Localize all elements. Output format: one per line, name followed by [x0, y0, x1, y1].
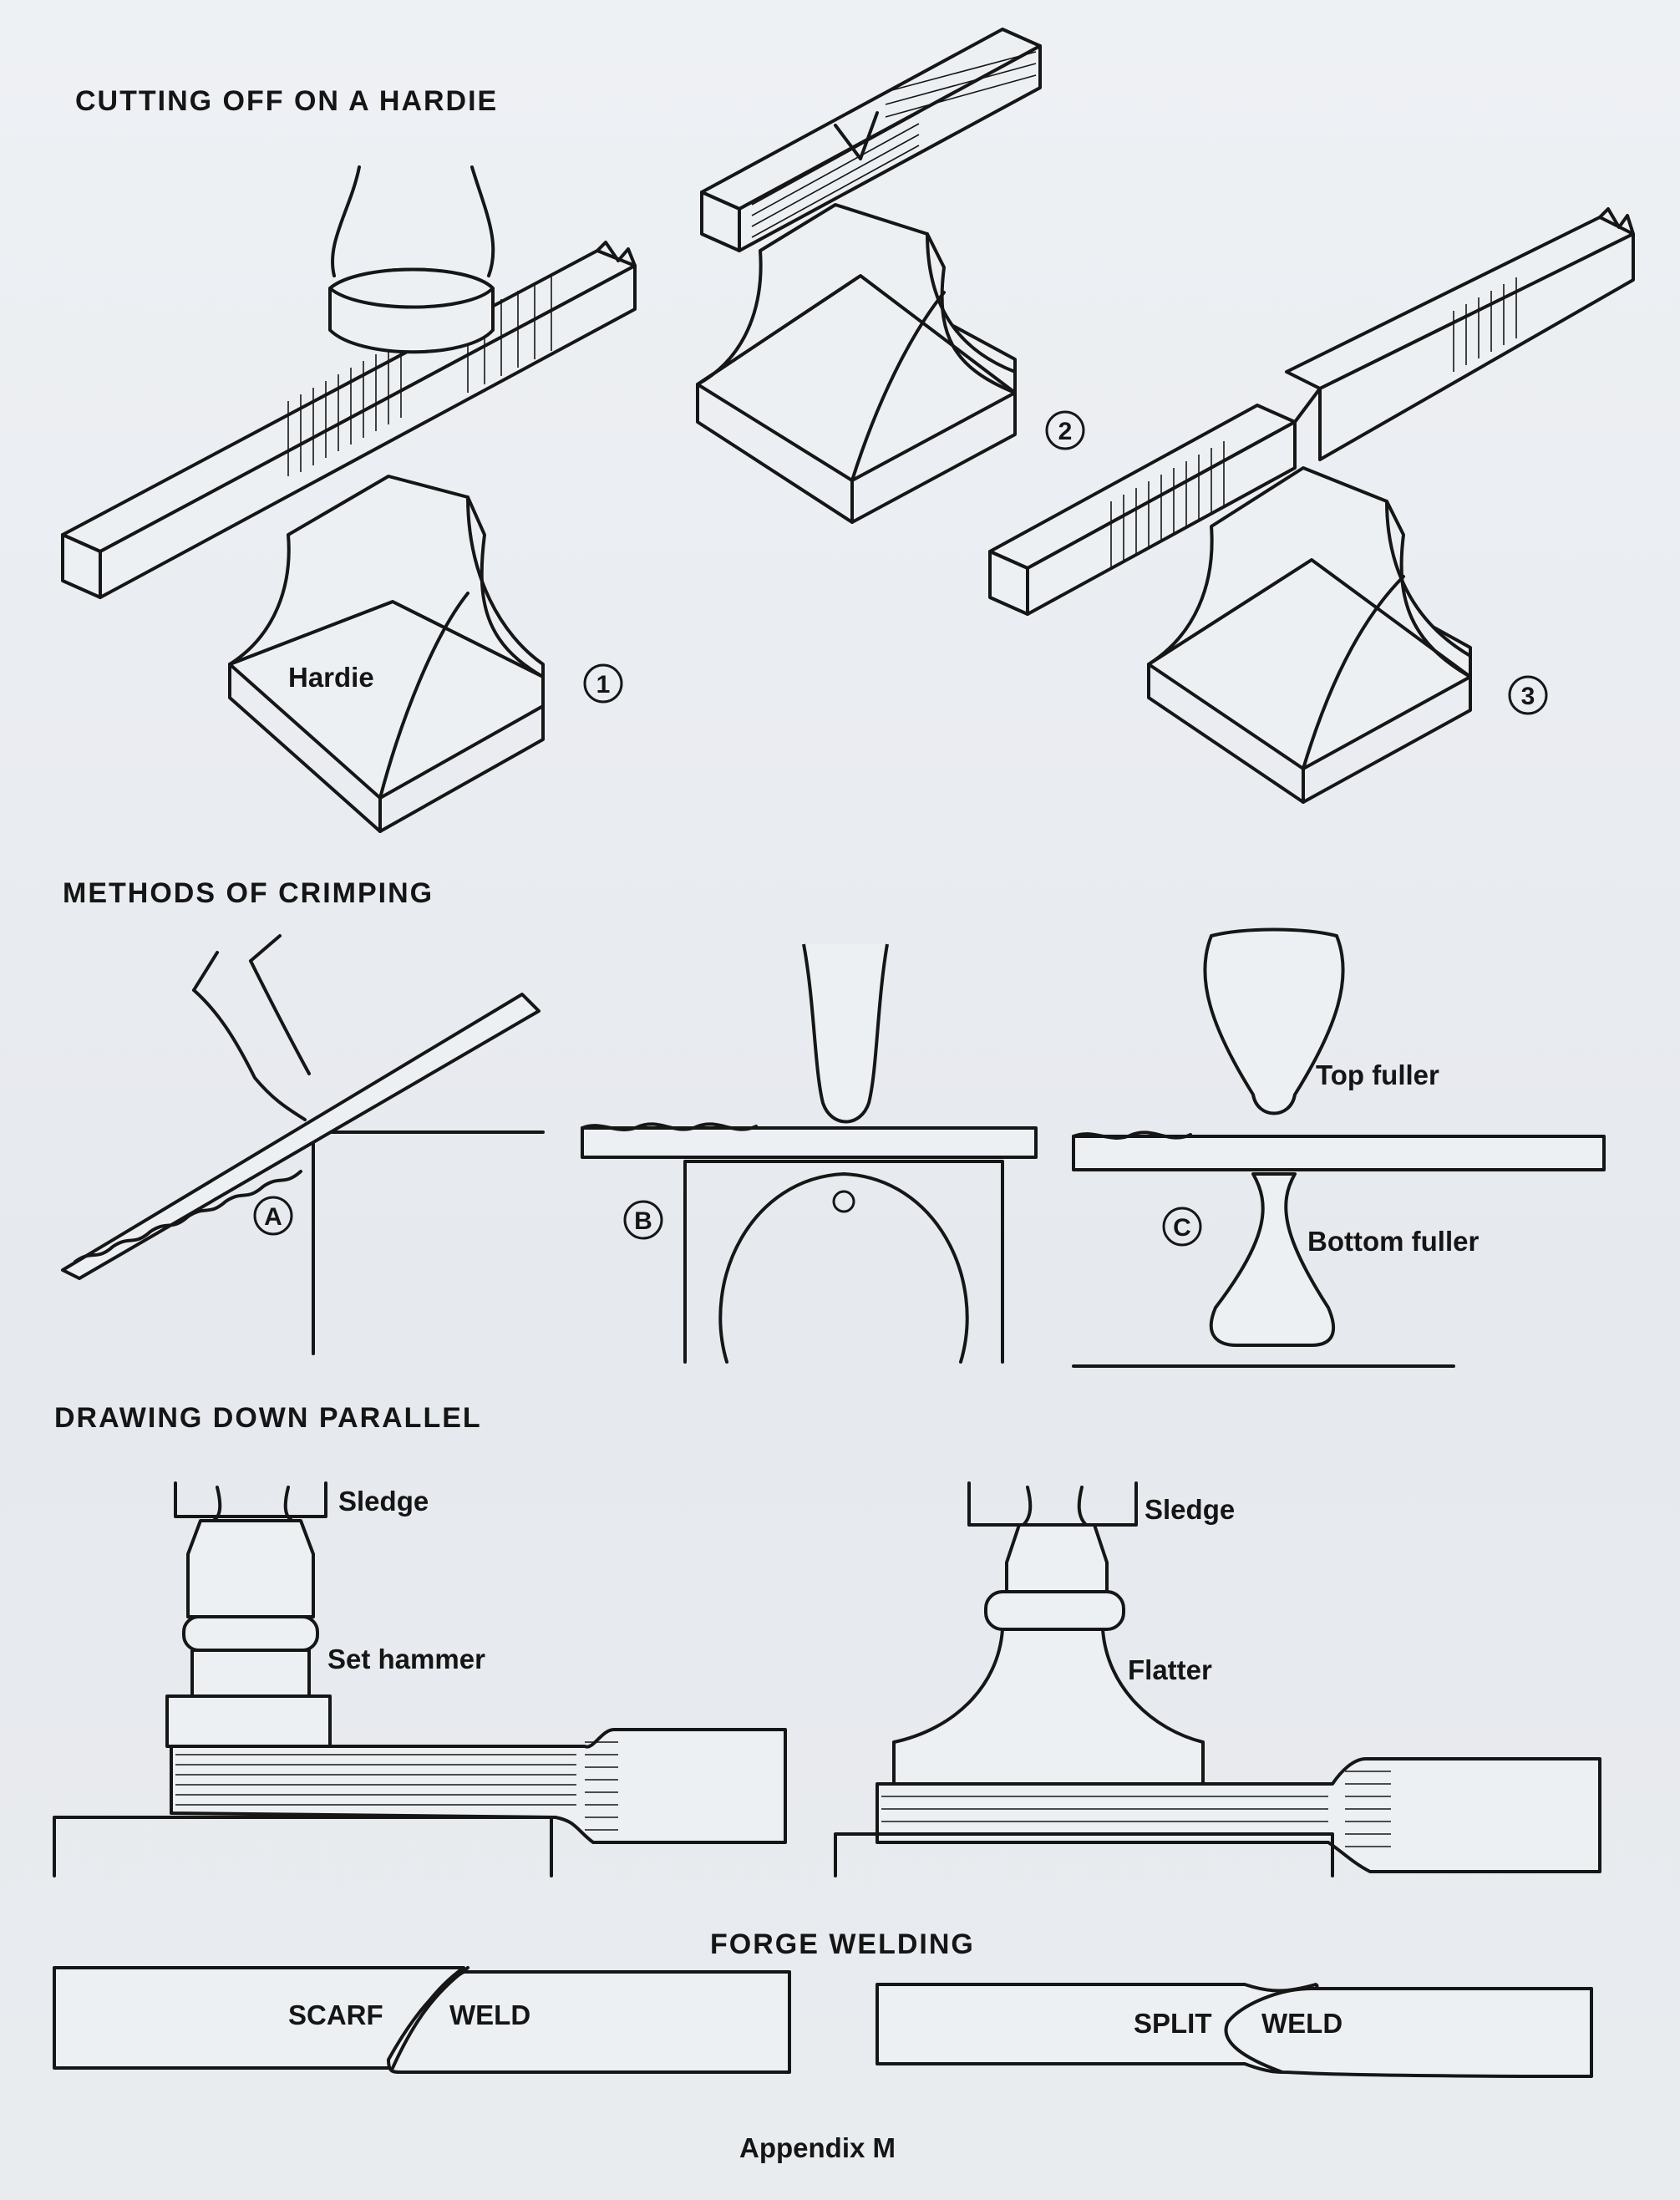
- label-flatter: Flatter: [1128, 1654, 1212, 1685]
- crimp-marker-c: C: [1162, 1207, 1202, 1247]
- label-bottom-fuller: Bottom fuller: [1307, 1226, 1480, 1257]
- section-title-welding: FORGE WELDING: [710, 1928, 975, 1960]
- crimping-method-a: [61, 934, 545, 1355]
- hardie-figure-2: [696, 28, 1042, 524]
- flatter-figure: [834, 1481, 1601, 1877]
- svg-text:C: C: [1173, 1214, 1191, 1242]
- label-sledge-left: Sledge: [338, 1486, 429, 1517]
- step-marker-2: 2: [1045, 410, 1085, 450]
- split-weld-figure: [876, 1983, 1593, 2078]
- svg-text:A: A: [264, 1203, 282, 1231]
- svg-text:B: B: [634, 1207, 652, 1235]
- label-scarf: SCARF: [288, 1999, 383, 2030]
- label-hardie: Hardie: [288, 662, 374, 693]
- label-sledge-right: Sledge: [1145, 1494, 1236, 1525]
- hardie-figure-1: [61, 165, 637, 833]
- section-title-crimping: METHODS OF CRIMPING: [63, 877, 434, 909]
- crimp-marker-b: B: [623, 1200, 663, 1240]
- svg-text:2: 2: [1058, 418, 1073, 445]
- section-title-drawing: DRAWING DOWN PARALLEL: [54, 1402, 482, 1434]
- crimping-method-c: [1072, 927, 1606, 1368]
- set-hammer-figure: [53, 1481, 787, 1877]
- section-title-cutting: CUTTING OFF ON A HARDIE: [75, 85, 499, 117]
- step-marker-1: 1: [583, 663, 623, 704]
- svg-text:1: 1: [596, 671, 611, 699]
- label-top-fuller: Top fuller: [1316, 1059, 1439, 1090]
- label-split-weld: WELD: [1261, 2008, 1343, 2039]
- label-scarf-weld: WELD: [449, 1999, 531, 2030]
- crimping-method-b: [581, 943, 1038, 1364]
- label-split: SPLIT: [1134, 2008, 1212, 2039]
- svg-text:3: 3: [1521, 683, 1535, 710]
- footer-appendix: Appendix M: [739, 2132, 896, 2163]
- crimp-marker-a: A: [253, 1196, 293, 1236]
- label-set-hammer: Set hammer: [327, 1644, 485, 1674]
- hardie-figure-3: [988, 207, 1635, 804]
- step-marker-3: 3: [1508, 675, 1548, 715]
- scarf-weld-figure: [53, 1966, 791, 2074]
